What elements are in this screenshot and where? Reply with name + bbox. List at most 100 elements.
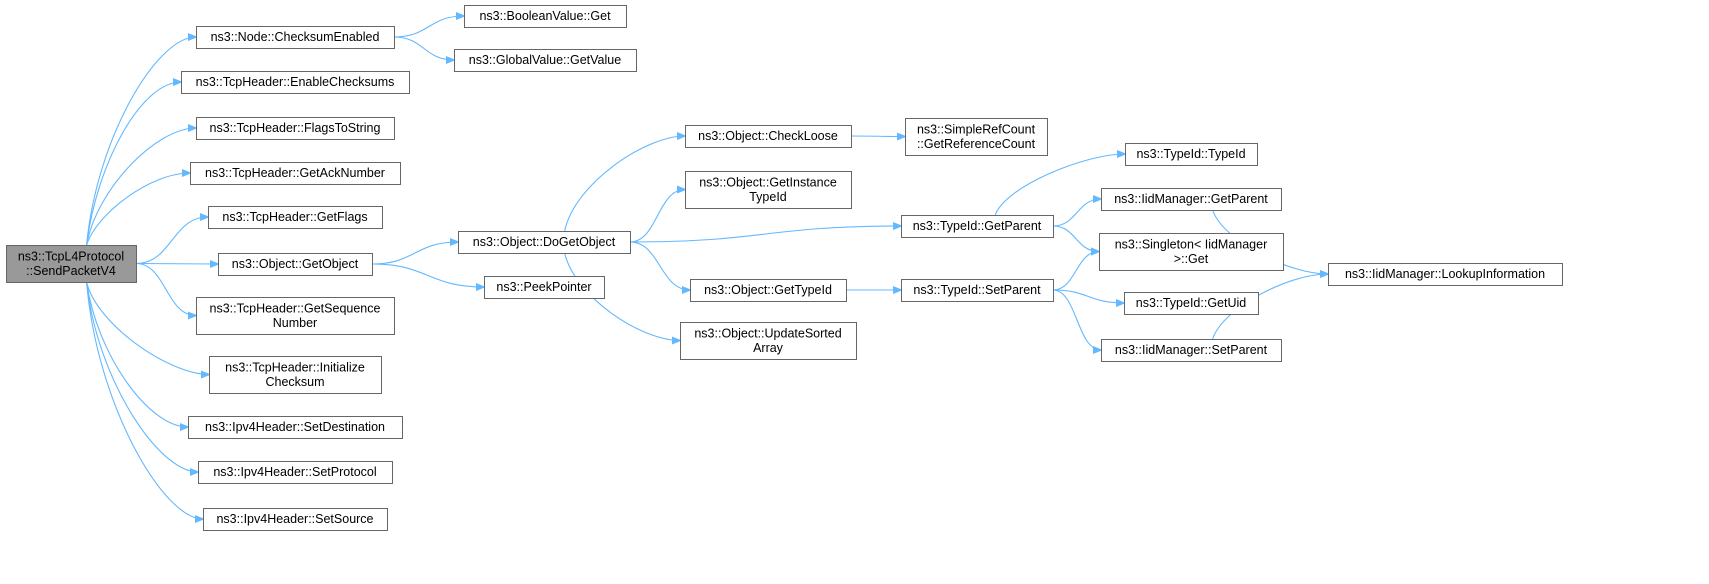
node-label: ns3::IidManager::GetParent [1114, 192, 1268, 206]
node-checksum-enabled[interactable]: ns3::Node::ChecksumEnabled [196, 26, 395, 49]
node-label: ns3::Ipv4Header::SetDestination [205, 420, 385, 434]
node-label: Checksum [265, 375, 324, 389]
node-box [196, 26, 395, 49]
node-label: ns3::Ipv4Header::SetProtocol [213, 465, 376, 479]
edge-send-to-set_destination [86, 281, 188, 427]
node-box [218, 253, 373, 276]
node-label: >::Get [1174, 252, 1209, 266]
node-singleton-get[interactable]: ns3::Singleton< IidManager>::Get [1099, 233, 1284, 271]
node-label: ns3::PeekPointer [496, 280, 591, 294]
node-label: ::SendPacketV4 [26, 264, 116, 278]
node-lookup-info[interactable]: ns3::IidManager::LookupInformation [1328, 263, 1563, 286]
node-box [690, 279, 847, 302]
edge-typeid_setparent-to-typeid_getuid [1052, 289, 1124, 303]
node-flags-to-string[interactable]: ns3::TcpHeader::FlagsToString [196, 117, 395, 140]
edge-send-to-flags_to_string [86, 128, 196, 246]
node-label: ::GetReferenceCount [917, 137, 1036, 151]
node-label: ns3::Singleton< IidManager [1115, 237, 1268, 251]
node-box [458, 231, 631, 254]
edge-check_loose-to-ref_count [850, 136, 905, 137]
node-label: ns3::TcpL4Protocol [18, 249, 124, 263]
node-get-ack[interactable]: ns3::TcpHeader::GetAckNumber [190, 162, 401, 185]
node-check-loose[interactable]: ns3::Object::CheckLoose [685, 125, 852, 148]
node-typeid-setparent[interactable]: ns3::TypeId::SetParent [901, 279, 1054, 302]
edge-do_get_object-to-check_loose [564, 136, 685, 232]
edge-typeid_getparent-to-iid_getparent [1052, 199, 1101, 227]
node-box [209, 356, 382, 394]
node-get-flags[interactable]: ns3::TcpHeader::GetFlags [208, 206, 383, 229]
node-ref-count[interactable]: ns3::SimpleRefCount::GetReferenceCount [905, 118, 1048, 156]
node-label: ns3::TypeId::GetUid [1136, 296, 1247, 310]
edge-send-to-get_flags [135, 217, 208, 265]
edge-send-to-get_ack [86, 173, 190, 246]
node-box [905, 118, 1048, 156]
node-box [181, 71, 410, 94]
edge-do_get_object-to-get_instance_typeid [629, 190, 685, 243]
node-box [680, 322, 857, 360]
node-label: ns3::Object::DoGetObject [473, 235, 616, 249]
edge-send-to-get_seq [135, 262, 196, 316]
edge-typeid_setparent-to-singleton_get [1052, 252, 1099, 291]
node-peek-pointer[interactable]: ns3::PeekPointer [484, 276, 605, 299]
node-box [484, 276, 605, 299]
node-box [188, 416, 403, 439]
node-set-destination[interactable]: ns3::Ipv4Header::SetDestination [188, 416, 403, 439]
edge-send-to-checksum_enabled [86, 37, 196, 246]
edge-send-to-get_object [135, 264, 218, 265]
node-obj-get-typeid[interactable]: ns3::Object::GetTypeId [690, 279, 847, 302]
node-iid-setparent[interactable]: ns3::IidManager::SetParent [1101, 339, 1282, 362]
node-label: ns3::BooleanValue::Get [479, 9, 611, 23]
node-box [901, 215, 1054, 238]
node-label: ns3::Object::GetTypeId [704, 283, 832, 297]
node-label: ns3::TcpHeader::EnableChecksums [196, 75, 395, 89]
edge-checksum_enabled-to-global_getvalue [393, 36, 454, 60]
node-label: ns3::TypeId::SetParent [913, 283, 1041, 297]
edge-do_get_object-to-obj_get_typeid [629, 241, 690, 290]
node-enable-checksums[interactable]: ns3::TcpHeader::EnableChecksums [181, 71, 410, 94]
node-send[interactable]: ns3::TcpL4Protocol::SendPacketV4 [6, 245, 137, 283]
node-box [1099, 233, 1284, 271]
node-label: ns3::Object::GetObject [232, 257, 359, 271]
node-typeid-getparent[interactable]: ns3::TypeId::GetParent [901, 215, 1054, 238]
node-label: ns3::Ipv4Header::SetSource [216, 512, 373, 526]
node-label: ns3::TcpHeader::GetFlags [222, 210, 367, 224]
node-set-source[interactable]: ns3::Ipv4Header::SetSource [203, 508, 388, 531]
node-get-object[interactable]: ns3::Object::GetObject [218, 253, 373, 276]
node-box [1124, 292, 1259, 315]
node-label: ns3::IidManager::LookupInformation [1345, 267, 1545, 281]
node-label: ns3::Object::UpdateSorted [694, 326, 841, 340]
node-label: ns3::Node::ChecksumEnabled [211, 30, 380, 44]
node-global-getvalue[interactable]: ns3::GlobalValue::GetValue [454, 49, 637, 72]
node-box [901, 279, 1054, 302]
edge-do_get_object-to-update_sorted [564, 252, 680, 341]
node-label: ns3::Object::GetInstance [699, 175, 837, 189]
node-label: TypeId [749, 190, 787, 204]
node-box [196, 117, 395, 140]
edge-send-to-enable_checksums [86, 82, 181, 246]
node-iid-getparent[interactable]: ns3::IidManager::GetParent [1101, 188, 1282, 211]
node-box [1328, 263, 1563, 286]
node-box [685, 125, 852, 148]
node-typeid-typeid[interactable]: ns3::TypeId::TypeId [1125, 143, 1258, 166]
node-set-protocol[interactable]: ns3::Ipv4Header::SetProtocol [198, 461, 393, 484]
node-label: ns3::TypeId::GetParent [913, 219, 1042, 233]
node-label: ns3::SimpleRefCount [917, 122, 1036, 136]
node-typeid-getuid[interactable]: ns3::TypeId::GetUid [1124, 292, 1259, 315]
node-box [454, 49, 637, 72]
node-box [203, 508, 388, 531]
node-box [6, 245, 137, 283]
node-do-get-object[interactable]: ns3::Object::DoGetObject [458, 231, 631, 254]
node-label: ns3::Object::CheckLoose [698, 129, 838, 143]
node-bool-get[interactable]: ns3::BooleanValue::Get [464, 5, 627, 28]
node-label: ns3::TcpHeader::GetAckNumber [205, 166, 385, 180]
edges-layer [86, 16, 1328, 519]
node-box [685, 171, 852, 209]
nodes-layer: ns3::TcpL4Protocol::SendPacketV4 ns3::Nod… [6, 5, 1563, 531]
edge-do_get_object-to-typeid_getparent [629, 226, 901, 243]
edge-checksum_enabled-to-bool_get [393, 16, 464, 38]
